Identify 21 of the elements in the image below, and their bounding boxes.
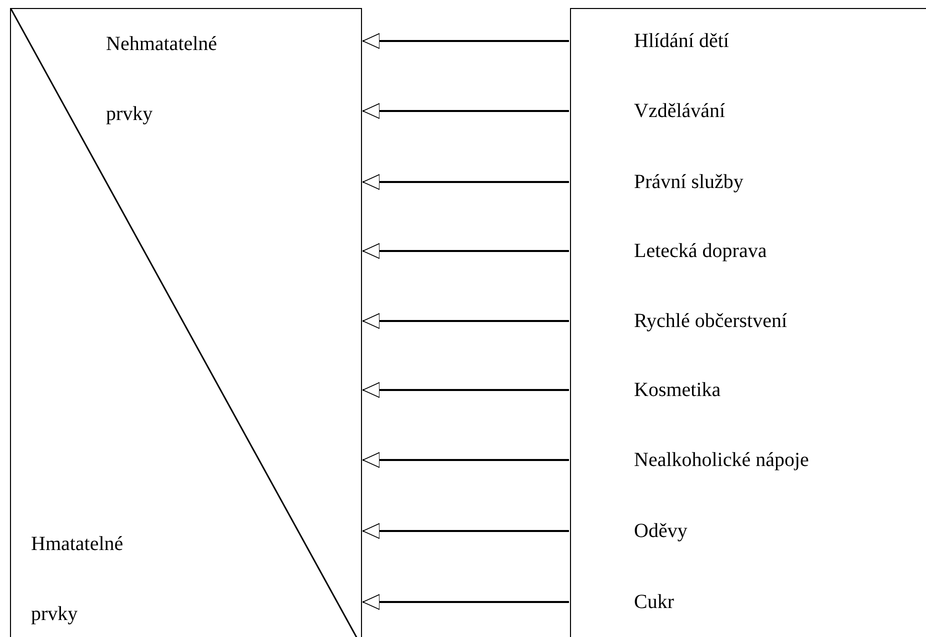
arrow	[362, 243, 569, 259]
intangible-label: Nehmatatelné prvky	[106, 32, 218, 127]
list-box	[570, 8, 926, 637]
item-label: Hlídání dětí	[634, 17, 729, 65]
arrow	[362, 594, 569, 610]
item-label: Rychlé občerstvení	[634, 297, 788, 345]
arrow	[362, 452, 569, 468]
tangible-label: Hmatatelné prvky	[31, 532, 124, 627]
arrow	[362, 103, 569, 119]
item-label: Nealkoholické nápoje	[634, 436, 809, 484]
item-label: Kosmetika	[634, 366, 721, 414]
arrow	[362, 313, 569, 329]
arrow	[362, 174, 569, 190]
item-label: Právní služby	[634, 158, 744, 206]
arrow	[362, 523, 569, 539]
arrow	[362, 33, 569, 49]
item-label: Cukr	[634, 578, 674, 626]
item-label: Letecká doprava	[634, 227, 767, 275]
item-label: Oděvy	[634, 507, 688, 555]
item-label: Vzdělávání	[634, 87, 726, 135]
arrow	[362, 382, 569, 398]
